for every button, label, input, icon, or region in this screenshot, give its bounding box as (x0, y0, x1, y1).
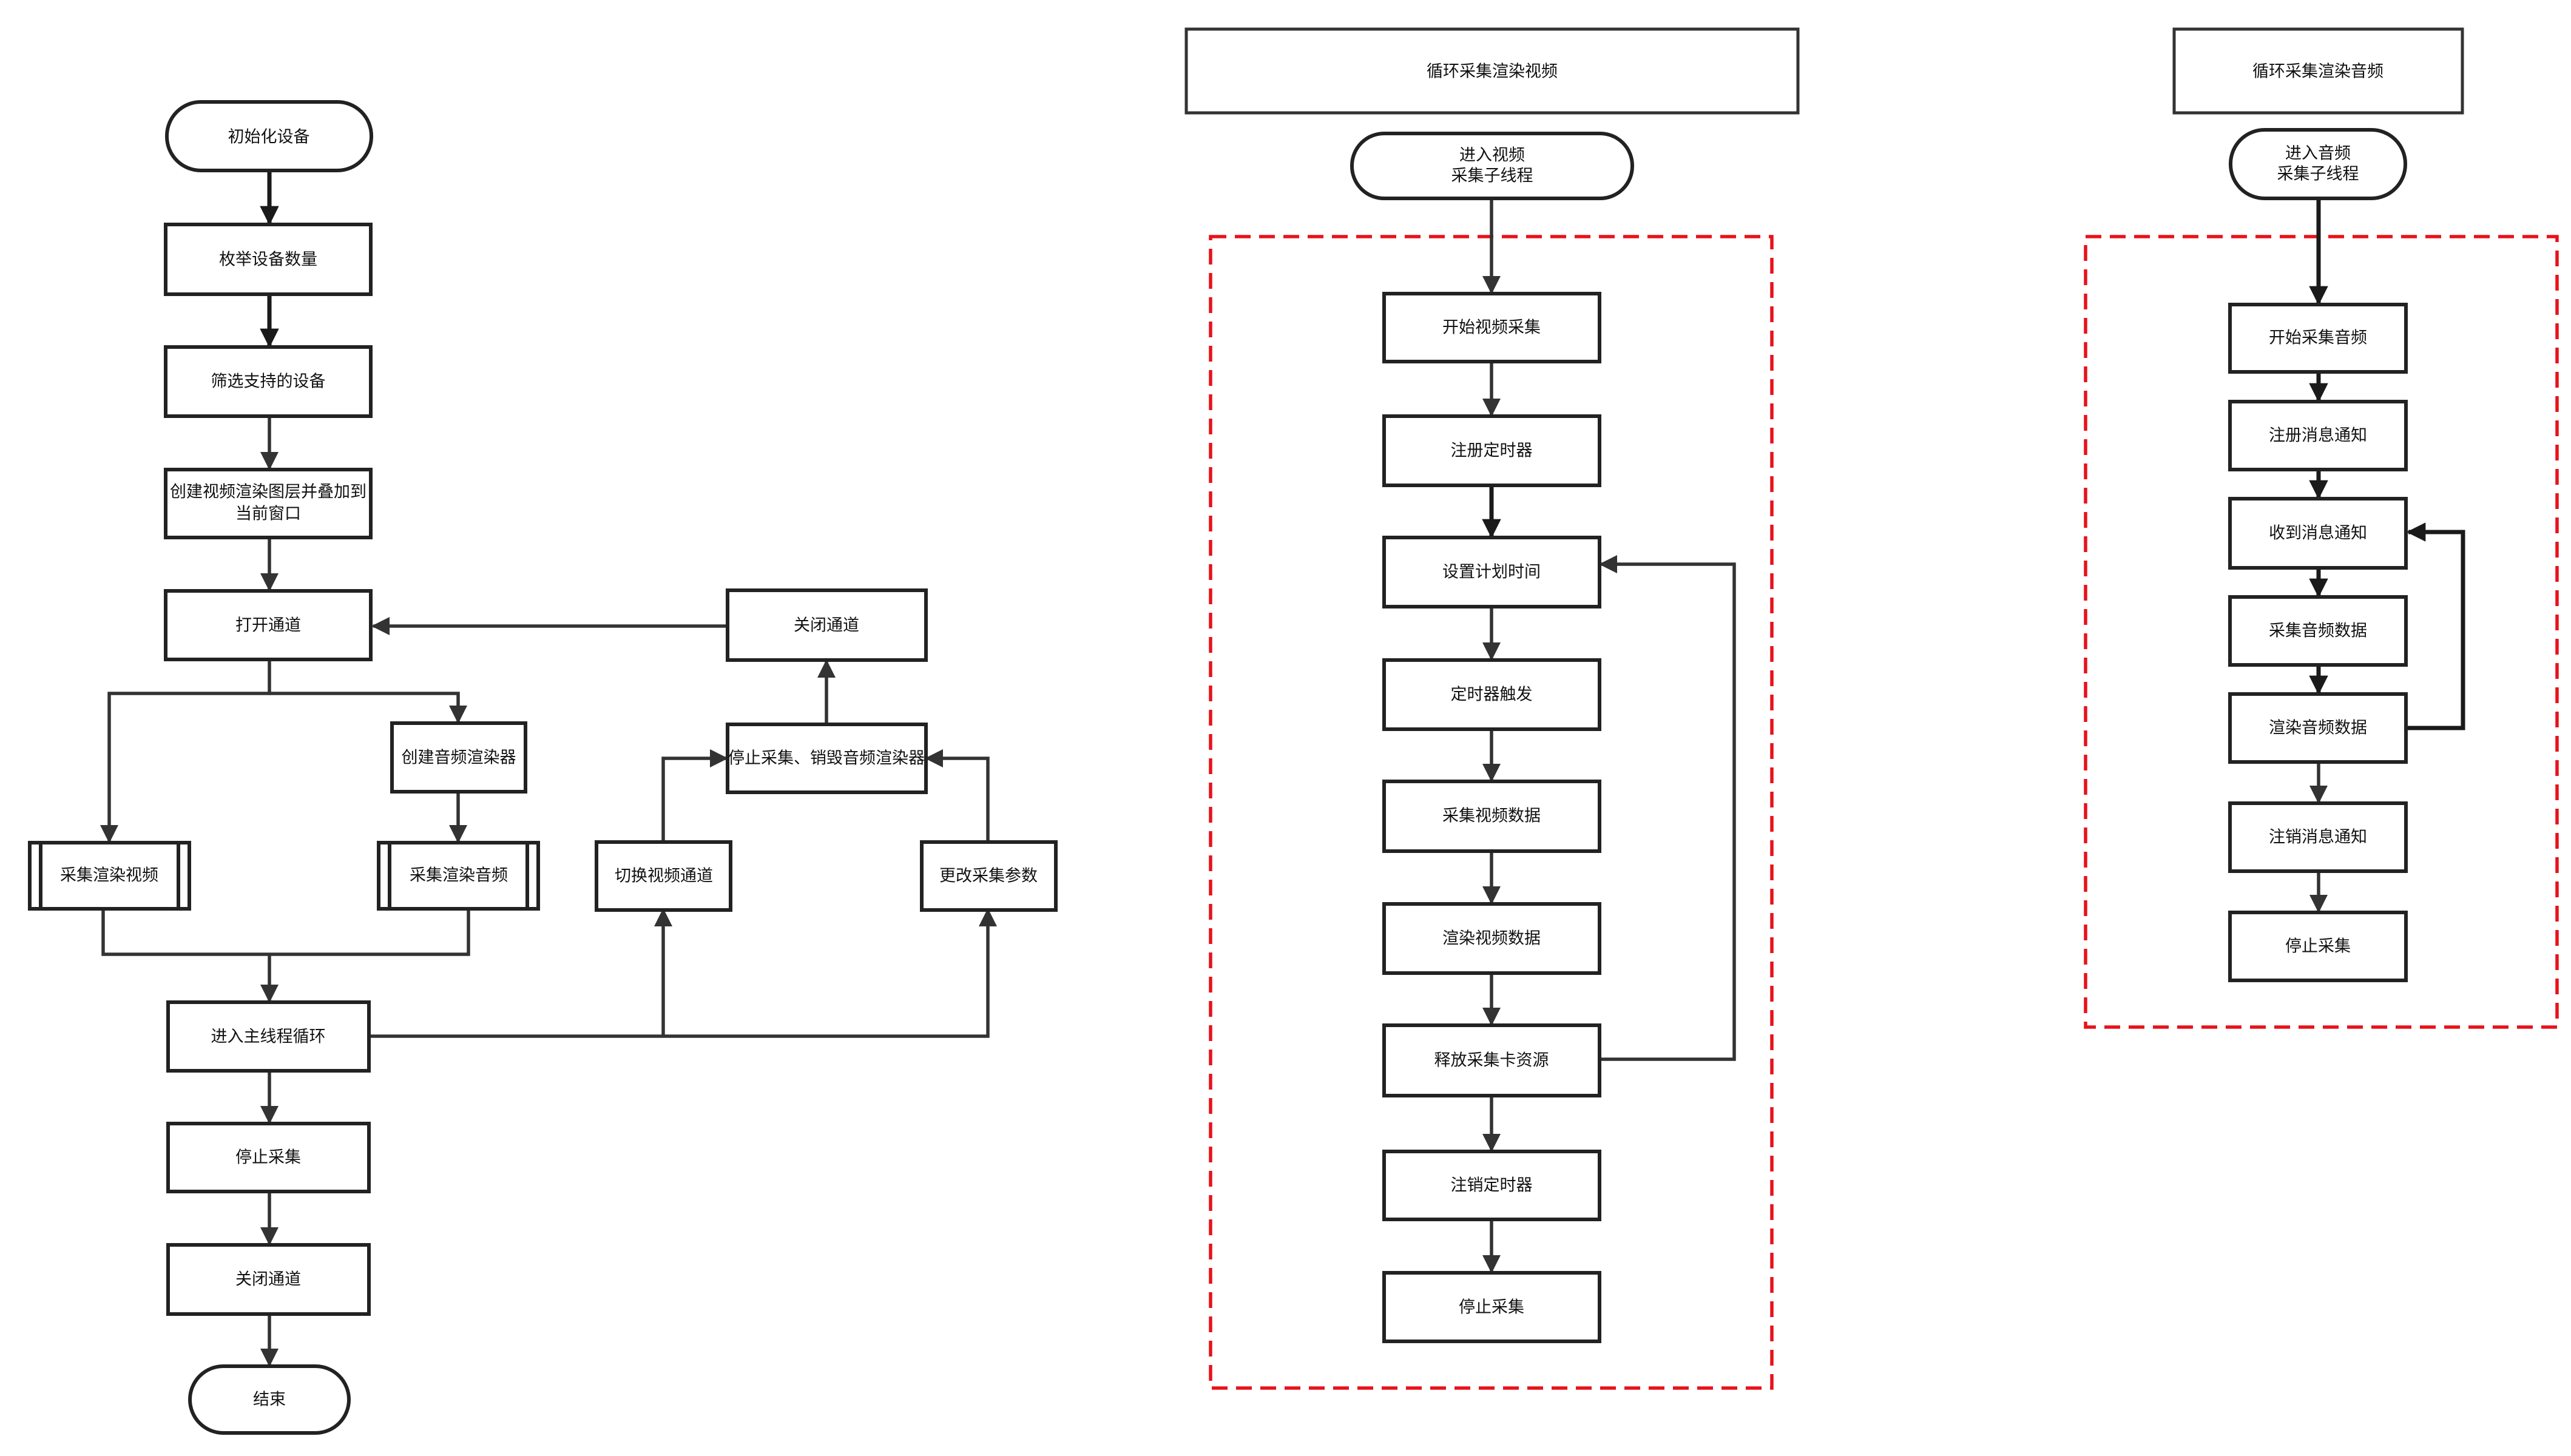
receive-notify-node: 收到消息通知 (2228, 497, 2408, 570)
register-notify-label: 注册消息通知 (2269, 426, 2367, 445)
start-node: 初始化设备 (165, 100, 373, 172)
end-label: 结束 (253, 1390, 286, 1409)
filter-label: 筛选支持的设备 (211, 372, 326, 391)
close-channel-loop-label: 关闭通道 (794, 616, 859, 635)
start-label: 初始化设备 (228, 128, 310, 147)
receive-notify-label: 收到消息通知 (2269, 524, 2367, 543)
capture-render-audio-subprocess: 采集渲染音频 (377, 841, 540, 911)
enumerate-label: 枚举设备数量 (219, 251, 317, 269)
audio-enter-node: 进入音频 采集子线程 (2229, 128, 2407, 200)
video-start-node: 开始视频采集 (1382, 292, 1601, 363)
create-layer-label-line1: 创建视频渲染图层并叠加到 (170, 483, 367, 502)
unregister-notify-node: 注销消息通知 (2228, 801, 2408, 873)
video-stop-node: 停止采集 (1382, 1271, 1601, 1343)
create-layer-label-line2: 当前窗口 (235, 505, 301, 524)
main-loop-label: 进入主线程循环 (211, 1028, 326, 1046)
stop-capture-node: 停止采集 (166, 1122, 371, 1193)
unregister-timer-node: 注销定时器 (1382, 1150, 1601, 1221)
register-notify-node: 注册消息通知 (2228, 400, 2408, 471)
video-start-label: 开始视频采集 (1442, 318, 1541, 337)
unregister-notify-label: 注销消息通知 (2269, 828, 2367, 847)
video-title-label: 循环采集渲染视频 (1427, 62, 1558, 81)
switch-channel-label: 切换视频通道 (615, 867, 713, 886)
end-node: 结束 (188, 1364, 351, 1435)
timer-fire-node: 定时器触发 (1382, 658, 1601, 731)
render-audio-data-node: 渲染音频数据 (2228, 692, 2408, 764)
capture-audio-sub-label: 采集渲染音频 (410, 866, 508, 885)
unregister-timer-label: 注销定时器 (1451, 1176, 1533, 1195)
capture-audio-data-label: 采集音频数据 (2269, 622, 2367, 641)
capture-video-sub-label: 采集渲染视频 (60, 866, 158, 885)
change-params-node: 更改采集参数 (920, 840, 1058, 912)
audio-title-label: 循环采集渲染音频 (2252, 62, 2383, 81)
stop-destroy-label: 停止采集、销毁音频渲染器 (728, 749, 925, 768)
create-audio-renderer-label: 创建音频渲染器 (402, 749, 516, 767)
audio-enter-line1: 进入音频 (2285, 144, 2351, 163)
timer-fire-label: 定时器触发 (1451, 686, 1533, 704)
open-channel-label: 打开通道 (235, 616, 301, 635)
video-enter-node: 进入视频 采集子线程 (1350, 132, 1634, 200)
main-flow-edges (100, 170, 998, 1367)
render-video-data-label: 渲染视频数据 (1442, 929, 1541, 948)
open-channel-node: 打开通道 (164, 589, 373, 661)
register-timer-label: 注册定时器 (1451, 442, 1533, 460)
stop-destroy-node: 停止采集、销毁音频渲染器 (726, 723, 928, 794)
audio-start-node: 开始采集音频 (2228, 303, 2408, 374)
set-time-label: 设置计划时间 (1442, 563, 1541, 582)
audio-title-box: 循环采集渲染音频 (2172, 27, 2464, 115)
main-loop-node: 进入主线程循环 (166, 1000, 371, 1073)
register-timer-node: 注册定时器 (1382, 414, 1601, 487)
switch-channel-node: 切换视频通道 (595, 840, 732, 912)
create-audio-renderer-node: 创建音频渲染器 (390, 721, 527, 794)
render-audio-data-label: 渲染音频数据 (2269, 719, 2367, 738)
close-channel-label: 关闭通道 (235, 1270, 301, 1289)
set-time-node: 设置计划时间 (1382, 536, 1601, 608)
filter-devices-node: 筛选支持的设备 (164, 345, 373, 418)
close-channel-loop-node: 关闭通道 (726, 588, 928, 662)
render-video-data-node: 渲染视频数据 (1382, 902, 1601, 975)
stop-capture-label: 停止采集 (235, 1148, 301, 1167)
capture-render-video-subprocess: 采集渲染视频 (28, 841, 191, 911)
release-resources-label: 释放采集卡资源 (1434, 1051, 1549, 1070)
video-stop-label: 停止采集 (1459, 1298, 1524, 1317)
audio-stop-node: 停止采集 (2228, 911, 2408, 982)
video-flow-edges (1482, 198, 1736, 1274)
capture-video-data-label: 采集视频数据 (1442, 807, 1541, 826)
create-render-layer-node: 创建视频渲染图层并叠加到 当前窗口 (164, 468, 373, 539)
video-enter-line2: 采集子线程 (1451, 167, 1533, 186)
release-resources-node: 释放采集卡资源 (1382, 1023, 1601, 1097)
close-channel-node: 关闭通道 (166, 1243, 371, 1316)
capture-video-data-node: 采集视频数据 (1382, 780, 1601, 853)
audio-stop-label: 停止采集 (2285, 937, 2351, 956)
video-enter-line1: 进入视频 (1459, 146, 1525, 165)
enumerate-devices-node: 枚举设备数量 (164, 223, 373, 296)
audio-flow-edges (2309, 198, 2465, 914)
video-title-box: 循环采集渲染视频 (1184, 27, 1800, 115)
capture-audio-data-node: 采集音频数据 (2228, 595, 2408, 667)
change-params-label: 更改采集参数 (939, 867, 1038, 886)
audio-enter-line2: 采集子线程 (2277, 165, 2359, 184)
audio-start-label: 开始采集音频 (2269, 329, 2367, 348)
